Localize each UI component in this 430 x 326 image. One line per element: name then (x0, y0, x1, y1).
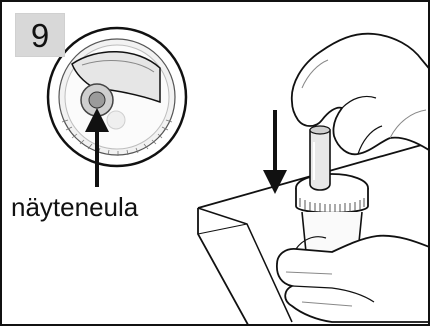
step-number-text: 9 (31, 19, 49, 52)
sample-needle-tip (89, 92, 105, 108)
sample-tube (310, 126, 330, 190)
container-closeup-inset (48, 28, 186, 166)
lower-hand (277, 236, 430, 322)
sample-needle-label: näyteneula (11, 194, 138, 220)
container-lid-side (296, 188, 368, 213)
step-number-badge: 9 (15, 13, 65, 57)
